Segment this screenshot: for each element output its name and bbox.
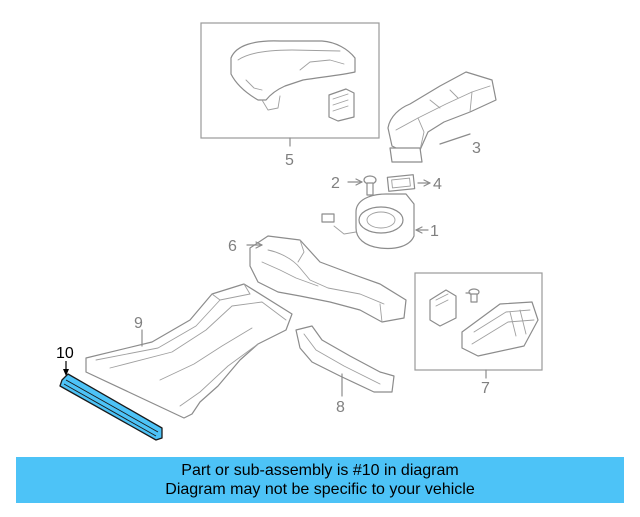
callout-8: 8 [336,399,345,416]
info-banner: Part or sub-assembly is #10 in diagram D… [16,457,624,503]
part-6-duct [246,235,407,323]
callout-3: 3 [472,140,481,157]
callout-1: 1 [430,223,439,240]
part-8-duct [295,325,395,397]
inset-box-5 [200,22,380,147]
callout-10: 10 [56,345,74,362]
banner-line-1: Part or sub-assembly is #10 in diagram [181,462,459,479]
part-9-duct [85,283,293,419]
callout-2: 2 [331,175,340,192]
part-4-gasket [386,174,431,192]
part-2-screw [347,175,377,196]
part-1-blower [321,193,429,250]
callout-4: 4 [433,176,442,193]
callout-6: 6 [228,238,237,255]
inset-box-7 [414,272,543,379]
callout-7: 7 [481,380,490,397]
part-10-seal [59,361,163,441]
callout-5: 5 [285,152,294,169]
part-3-duct [387,71,497,163]
callout-9: 9 [134,315,143,332]
banner-line-2: Diagram may not be specific to your vehi… [165,481,475,498]
